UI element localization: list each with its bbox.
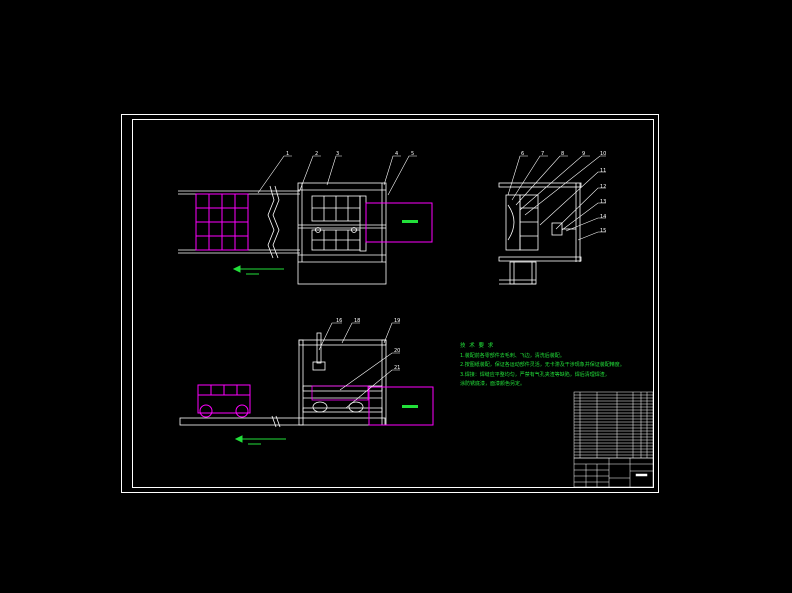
- parts-list-table: [573, 391, 654, 459]
- direction-arrow-top: [232, 265, 284, 275]
- note-line-4: 涂防锈底漆，面漆颜色另定。: [460, 381, 526, 387]
- part-number-13: 13: [600, 199, 606, 205]
- control-box-label-bar: [402, 220, 418, 223]
- outer-sheet-border: [121, 114, 659, 493]
- part-number-14: 14: [600, 214, 606, 220]
- part-number-21: 21: [394, 365, 400, 371]
- note-line-3: 3.焊接：焊缝应平整均匀，严禁有气孔夹渣等缺陷，焊后清理焊渣，: [460, 371, 610, 378]
- part-number-20: 20: [394, 348, 400, 354]
- part-number-8: 8: [561, 151, 564, 157]
- part-number-10: 10: [600, 151, 606, 157]
- part-number-4: 4: [395, 151, 398, 157]
- part-number-19: 19: [394, 318, 400, 324]
- front-view: [179, 332, 387, 428]
- leaders-front: [318, 322, 400, 409]
- part-numbers-side: 6 7 8 9 10 11 12 13 14 15: [521, 151, 606, 234]
- part-numbers-plan: 1 2 3 4 5: [286, 151, 414, 157]
- part-number-2: 2: [315, 151, 318, 157]
- notes-title: 技 术 要 求: [460, 343, 495, 349]
- leaders-side: [507, 155, 606, 241]
- leaders-plan: [257, 155, 417, 196]
- part-number-7: 7: [541, 151, 544, 157]
- part-numbers-front: 16 18 19 20 21: [336, 318, 400, 371]
- crate-grid: [195, 193, 433, 251]
- direction-arrow-bottom: [234, 435, 286, 445]
- part-number-1: 1: [286, 151, 289, 157]
- side-view: [498, 182, 582, 285]
- part-number-6: 6: [521, 151, 524, 157]
- part-number-12: 12: [600, 184, 606, 190]
- control-box-label-bar-front: [402, 405, 418, 408]
- note-line-2: 2.按图纸装配，保证各运动部件灵活，无卡滞及干涉现象并保证装配精度。: [460, 362, 625, 368]
- part-number-18: 18: [354, 318, 360, 324]
- part-number-15: 15: [600, 228, 606, 234]
- part-number-16: 16: [336, 318, 342, 324]
- inner-drawing-frame: [132, 119, 654, 488]
- part-number-5: 5: [411, 151, 414, 157]
- plan-view: [178, 182, 387, 285]
- cart: [197, 384, 434, 426]
- part-number-11: 11: [600, 168, 606, 174]
- basket-front: [311, 385, 369, 401]
- technical-requirements: 技 术 要 求 1.装配前各零部件去毛刺、飞边，清洗后装配。 2.按图纸装配，保…: [460, 342, 630, 390]
- title-block: [573, 457, 654, 488]
- part-number-3: 3: [336, 151, 339, 157]
- part-number-9: 9: [582, 151, 585, 157]
- note-line-1: 1.装配前各零部件去毛刺、飞边，清洗后装配。: [460, 352, 565, 359]
